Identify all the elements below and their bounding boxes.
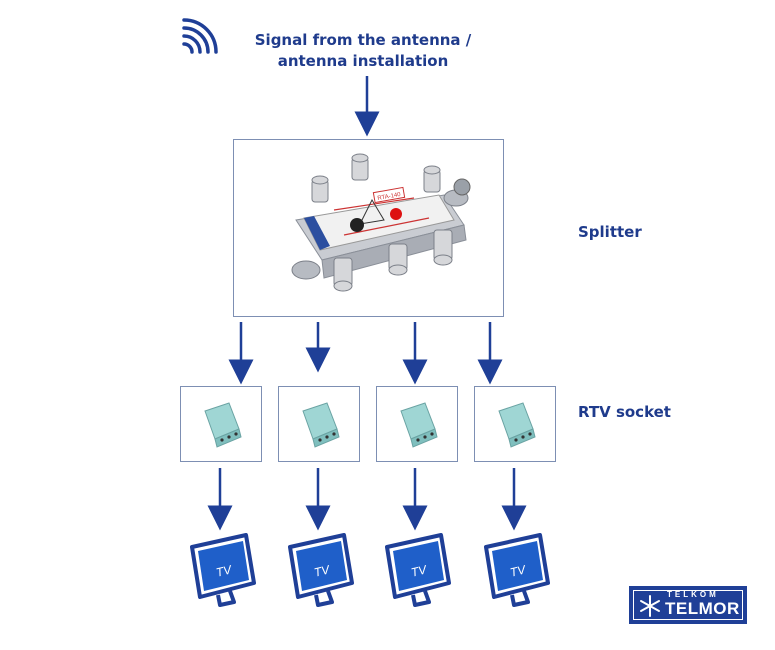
tv-label: TV bbox=[215, 562, 234, 579]
rtv-socket-icon bbox=[498, 402, 536, 448]
tv-label: TV bbox=[410, 562, 429, 579]
rtv-socket-icon bbox=[400, 402, 438, 448]
tv-icon: TV bbox=[190, 533, 256, 607]
rtv-socket-box-1 bbox=[180, 386, 262, 462]
rtv-socket-icon bbox=[302, 402, 340, 448]
tv-label: TV bbox=[509, 562, 528, 579]
tv-icon: TV bbox=[385, 533, 451, 607]
rtv-socket-icon bbox=[204, 402, 242, 448]
rtv-socket-box-3 bbox=[376, 386, 458, 462]
rtv-socket-box-2 bbox=[278, 386, 360, 462]
logo-top-text: TELKOM bbox=[667, 590, 719, 599]
tv-icon: TV bbox=[288, 533, 354, 607]
splitter-label: Splitter bbox=[578, 223, 642, 241]
tv-label: TV bbox=[313, 562, 332, 579]
logo-main-text: TELMOR bbox=[665, 599, 740, 618]
snowflake-icon bbox=[640, 595, 660, 617]
rtv-socket-label: RTV socket bbox=[578, 403, 671, 421]
tv-icon: TV bbox=[484, 533, 550, 607]
rtv-socket-box-4 bbox=[474, 386, 556, 462]
signal-source-label: Signal from the antenna / antenna instal… bbox=[254, 31, 472, 70]
splitter-device-image: RTA-140 bbox=[291, 153, 471, 292]
telkom-telmor-logo: TELKOM TELMOR bbox=[629, 586, 747, 624]
splitter-box: RTA-140 bbox=[233, 139, 504, 317]
splitter-model-text: RTA-140 bbox=[377, 192, 402, 202]
